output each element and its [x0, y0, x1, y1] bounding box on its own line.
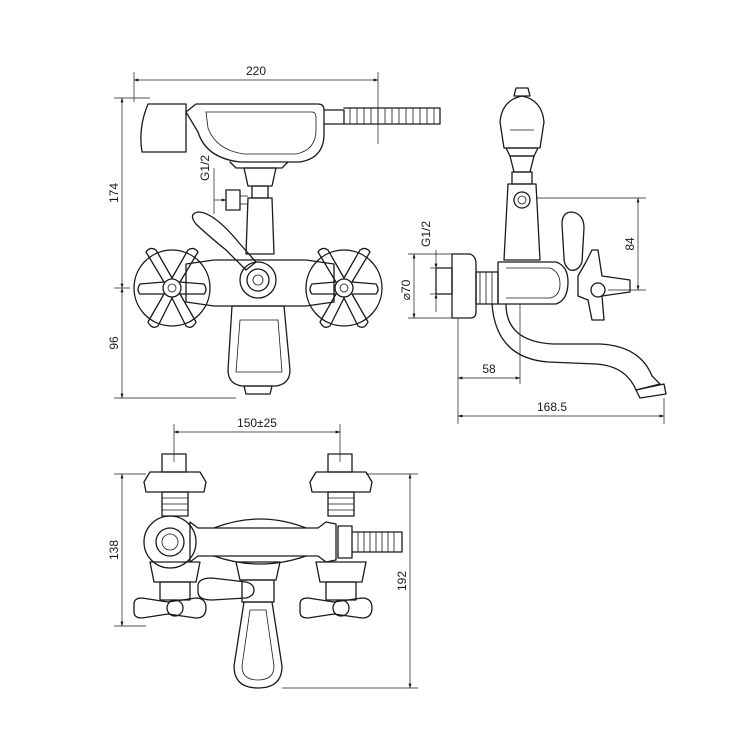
side-view: 84 G1/2 ⌀70 58 168.5 — [399, 87, 667, 424]
top-right-connector — [309, 453, 373, 517]
side-spout — [491, 303, 667, 399]
front-right-cross-handle — [305, 247, 383, 328]
top-view: 150±25 138 192 — [107, 416, 418, 689]
top-body — [143, 515, 353, 569]
top-left-cross-handle — [133, 597, 207, 619]
side-column — [503, 155, 541, 261]
dim-side-diameter: ⌀70 — [399, 279, 413, 300]
front-dimension-174-96: 174 96 — [107, 97, 236, 399]
top-dimension-150: 150±25 — [173, 416, 341, 462]
top-right-cross-handle — [299, 597, 373, 619]
dim-top-total-depth: 192 — [395, 571, 409, 591]
dim-side-depth-total: 168.5 — [537, 400, 567, 414]
front-diverter — [225, 167, 277, 255]
side-wall-connection — [435, 253, 499, 319]
top-dimension-138: 138 — [107, 473, 146, 627]
dim-side-depth-inner: 58 — [482, 362, 496, 376]
front-hose-ribs — [349, 108, 435, 124]
side-cross-handle — [577, 249, 631, 321]
side-body — [497, 261, 569, 305]
front-view: 220 174 96 G1/2 — [107, 64, 441, 399]
top-dimension-192: 192 — [282, 473, 418, 689]
side-dimension-168-5: 168.5 — [457, 398, 665, 424]
dim-top-depth: 138 — [107, 540, 121, 560]
side-dimension-58: 58 — [457, 304, 521, 424]
front-dimension-220: 220 — [133, 64, 379, 144]
side-hand-shower — [499, 87, 545, 157]
top-spout — [233, 561, 283, 689]
front-hand-shower — [140, 103, 441, 169]
dim-top-center-distance: 150±25 — [237, 416, 277, 430]
front-body — [185, 259, 335, 307]
diameter-value: 70 — [399, 279, 413, 293]
dim-side-thread: G1/2 — [419, 221, 433, 247]
top-lever — [197, 577, 255, 601]
front-diverter-lever — [191, 211, 257, 271]
top-left-connector — [143, 453, 207, 517]
dim-side-handle-height: 84 — [623, 237, 637, 251]
dim-front-thread: G1/2 — [198, 155, 212, 181]
side-lever — [561, 211, 585, 271]
dim-front-lower-height: 96 — [107, 336, 121, 350]
dim-front-width: 220 — [246, 64, 266, 78]
side-dimension-84: 84 — [536, 197, 646, 291]
side-dimension-thread: G1/2 — [419, 221, 444, 312]
front-spout — [227, 305, 291, 395]
diameter-symbol: ⌀ — [399, 293, 413, 300]
front-left-cross-handle — [133, 247, 211, 328]
top-hose — [351, 531, 403, 553]
dim-front-upper-height: 174 — [107, 183, 121, 203]
side-dimension-diameter: ⌀70 — [399, 253, 452, 319]
top-right-stem — [315, 561, 367, 601]
front-dimension-thread: G1/2 — [198, 155, 227, 214]
